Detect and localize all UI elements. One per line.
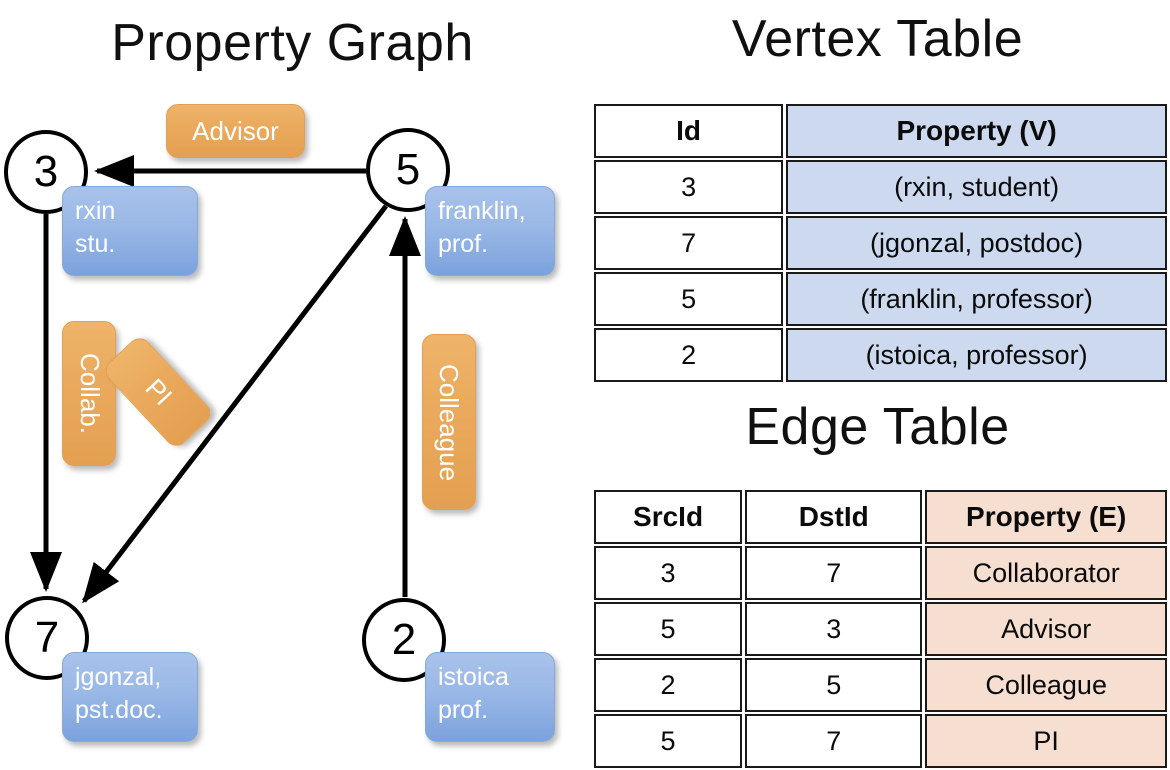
vertex-property-jgonzal-line2: pst.doc. (75, 696, 163, 724)
vertex-row-1-property: (jgonzal, postdoc) (786, 216, 1167, 270)
edge-table-header-row: SrcId DstId Property (E) (594, 490, 1167, 544)
edge-label-pi: PI (139, 372, 178, 411)
vertex-property-istoica-line2: prof. (438, 696, 489, 724)
graph-node-5[interactable]: 5 (366, 128, 450, 212)
edge-label-collab: Collab. (74, 353, 105, 434)
graph-edges-svg (30, 155, 421, 604)
page-title-edge-table: Edge Table (745, 398, 1010, 456)
edge-row-1-src: 5 (594, 602, 743, 656)
vertex-row-1-id: 7 (594, 216, 784, 270)
edge-row-1-property: Advisor (925, 602, 1167, 656)
table-row[interactable]: 5 7 PI (594, 714, 1167, 768)
vertex-property-franklin-line1: franklin, (438, 197, 526, 225)
edge-row-0-property: Collaborator (925, 546, 1167, 600)
edge-table-header-property: Property (E) (925, 490, 1167, 544)
table-row[interactable]: 5 3 Advisor (594, 602, 1167, 656)
page-title-property-graph: Property Graph (111, 14, 474, 72)
graph-node-5-label: 5 (395, 145, 421, 194)
edge-row-0-dst: 7 (745, 546, 923, 600)
edge-label-box-colleague[interactable]: Colleague (422, 334, 476, 510)
edge-table-header-dstid: DstId (745, 490, 923, 544)
vertex-table-header-id: Id (594, 104, 784, 158)
edge-row-3-src: 5 (594, 714, 743, 768)
edge-table: SrcId DstId Property (E) 3 7 Collaborato… (591, 488, 1170, 770)
vertex-row-2-property: (franklin, professor) (786, 272, 1167, 326)
vertex-row-3-property: (istoica, professor) (786, 328, 1167, 382)
vertex-property-istoica-line1: istoica (438, 663, 509, 691)
vertex-table-header-property: Property (V) (786, 104, 1167, 158)
vertex-property-box-franklin[interactable]: franklin, prof. (425, 186, 555, 276)
vertex-table: Id Property (V) 3 (rxin, student) 7 (jgo… (591, 102, 1170, 384)
page-title-vertex-table: Vertex Table (731, 10, 1024, 68)
vertex-table-header-row: Id Property (V) (594, 104, 1167, 158)
graph-node-3-label: 3 (33, 147, 59, 196)
edge-row-0-src: 3 (594, 546, 743, 600)
graph-node-2-label: 2 (391, 615, 417, 664)
vertex-property-box-rxin[interactable]: rxin stu. (62, 186, 198, 276)
edge-row-2-dst: 5 (745, 658, 923, 712)
vertex-row-0-property: (rxin, student) (786, 160, 1167, 214)
table-row[interactable]: 2 (istoica, professor) (594, 328, 1167, 382)
vertex-row-2-id: 5 (594, 272, 784, 326)
property-graph-diagram: 3 5 7 2 rxin stu. franklin, prof. jgonza… (0, 0, 585, 760)
table-row[interactable]: 3 (rxin, student) (594, 160, 1167, 214)
edge-label-colleague: Colleague (434, 363, 465, 481)
table-row[interactable]: 3 7 Collaborator (594, 546, 1167, 600)
vertex-property-box-istoica[interactable]: istoica prof. (425, 652, 555, 742)
graph-node-7-label: 7 (34, 613, 60, 662)
vertex-property-rxin-line2: stu. (75, 230, 116, 258)
edge-line-pi (82, 204, 388, 604)
edge-row-3-dst: 7 (745, 714, 923, 768)
edge-label-advisor: Advisor (192, 115, 279, 146)
edge-table-header-srcid: SrcId (594, 490, 743, 544)
vertex-row-3-id: 2 (594, 328, 784, 382)
edge-label-box-advisor[interactable]: Advisor (166, 104, 305, 158)
edge-row-1-dst: 3 (745, 602, 923, 656)
table-row[interactable]: 2 5 Colleague (594, 658, 1167, 712)
table-row[interactable]: 5 (franklin, professor) (594, 272, 1167, 326)
vertex-property-box-jgonzal[interactable]: jgonzal, pst.doc. (62, 652, 198, 742)
table-row[interactable]: 7 (jgonzal, postdoc) (594, 216, 1167, 270)
vertex-row-0-id: 3 (594, 160, 784, 214)
vertex-property-jgonzal-line1: jgonzal, (75, 663, 162, 691)
edge-label-box-collab[interactable]: Collab. (62, 321, 116, 466)
vertex-property-franklin-line2: prof. (438, 230, 489, 258)
vertex-property-rxin-line1: rxin (75, 197, 116, 225)
graph-node-2[interactable]: 2 (362, 598, 446, 682)
edge-row-2-property: Colleague (925, 658, 1167, 712)
edge-row-2-src: 2 (594, 658, 743, 712)
